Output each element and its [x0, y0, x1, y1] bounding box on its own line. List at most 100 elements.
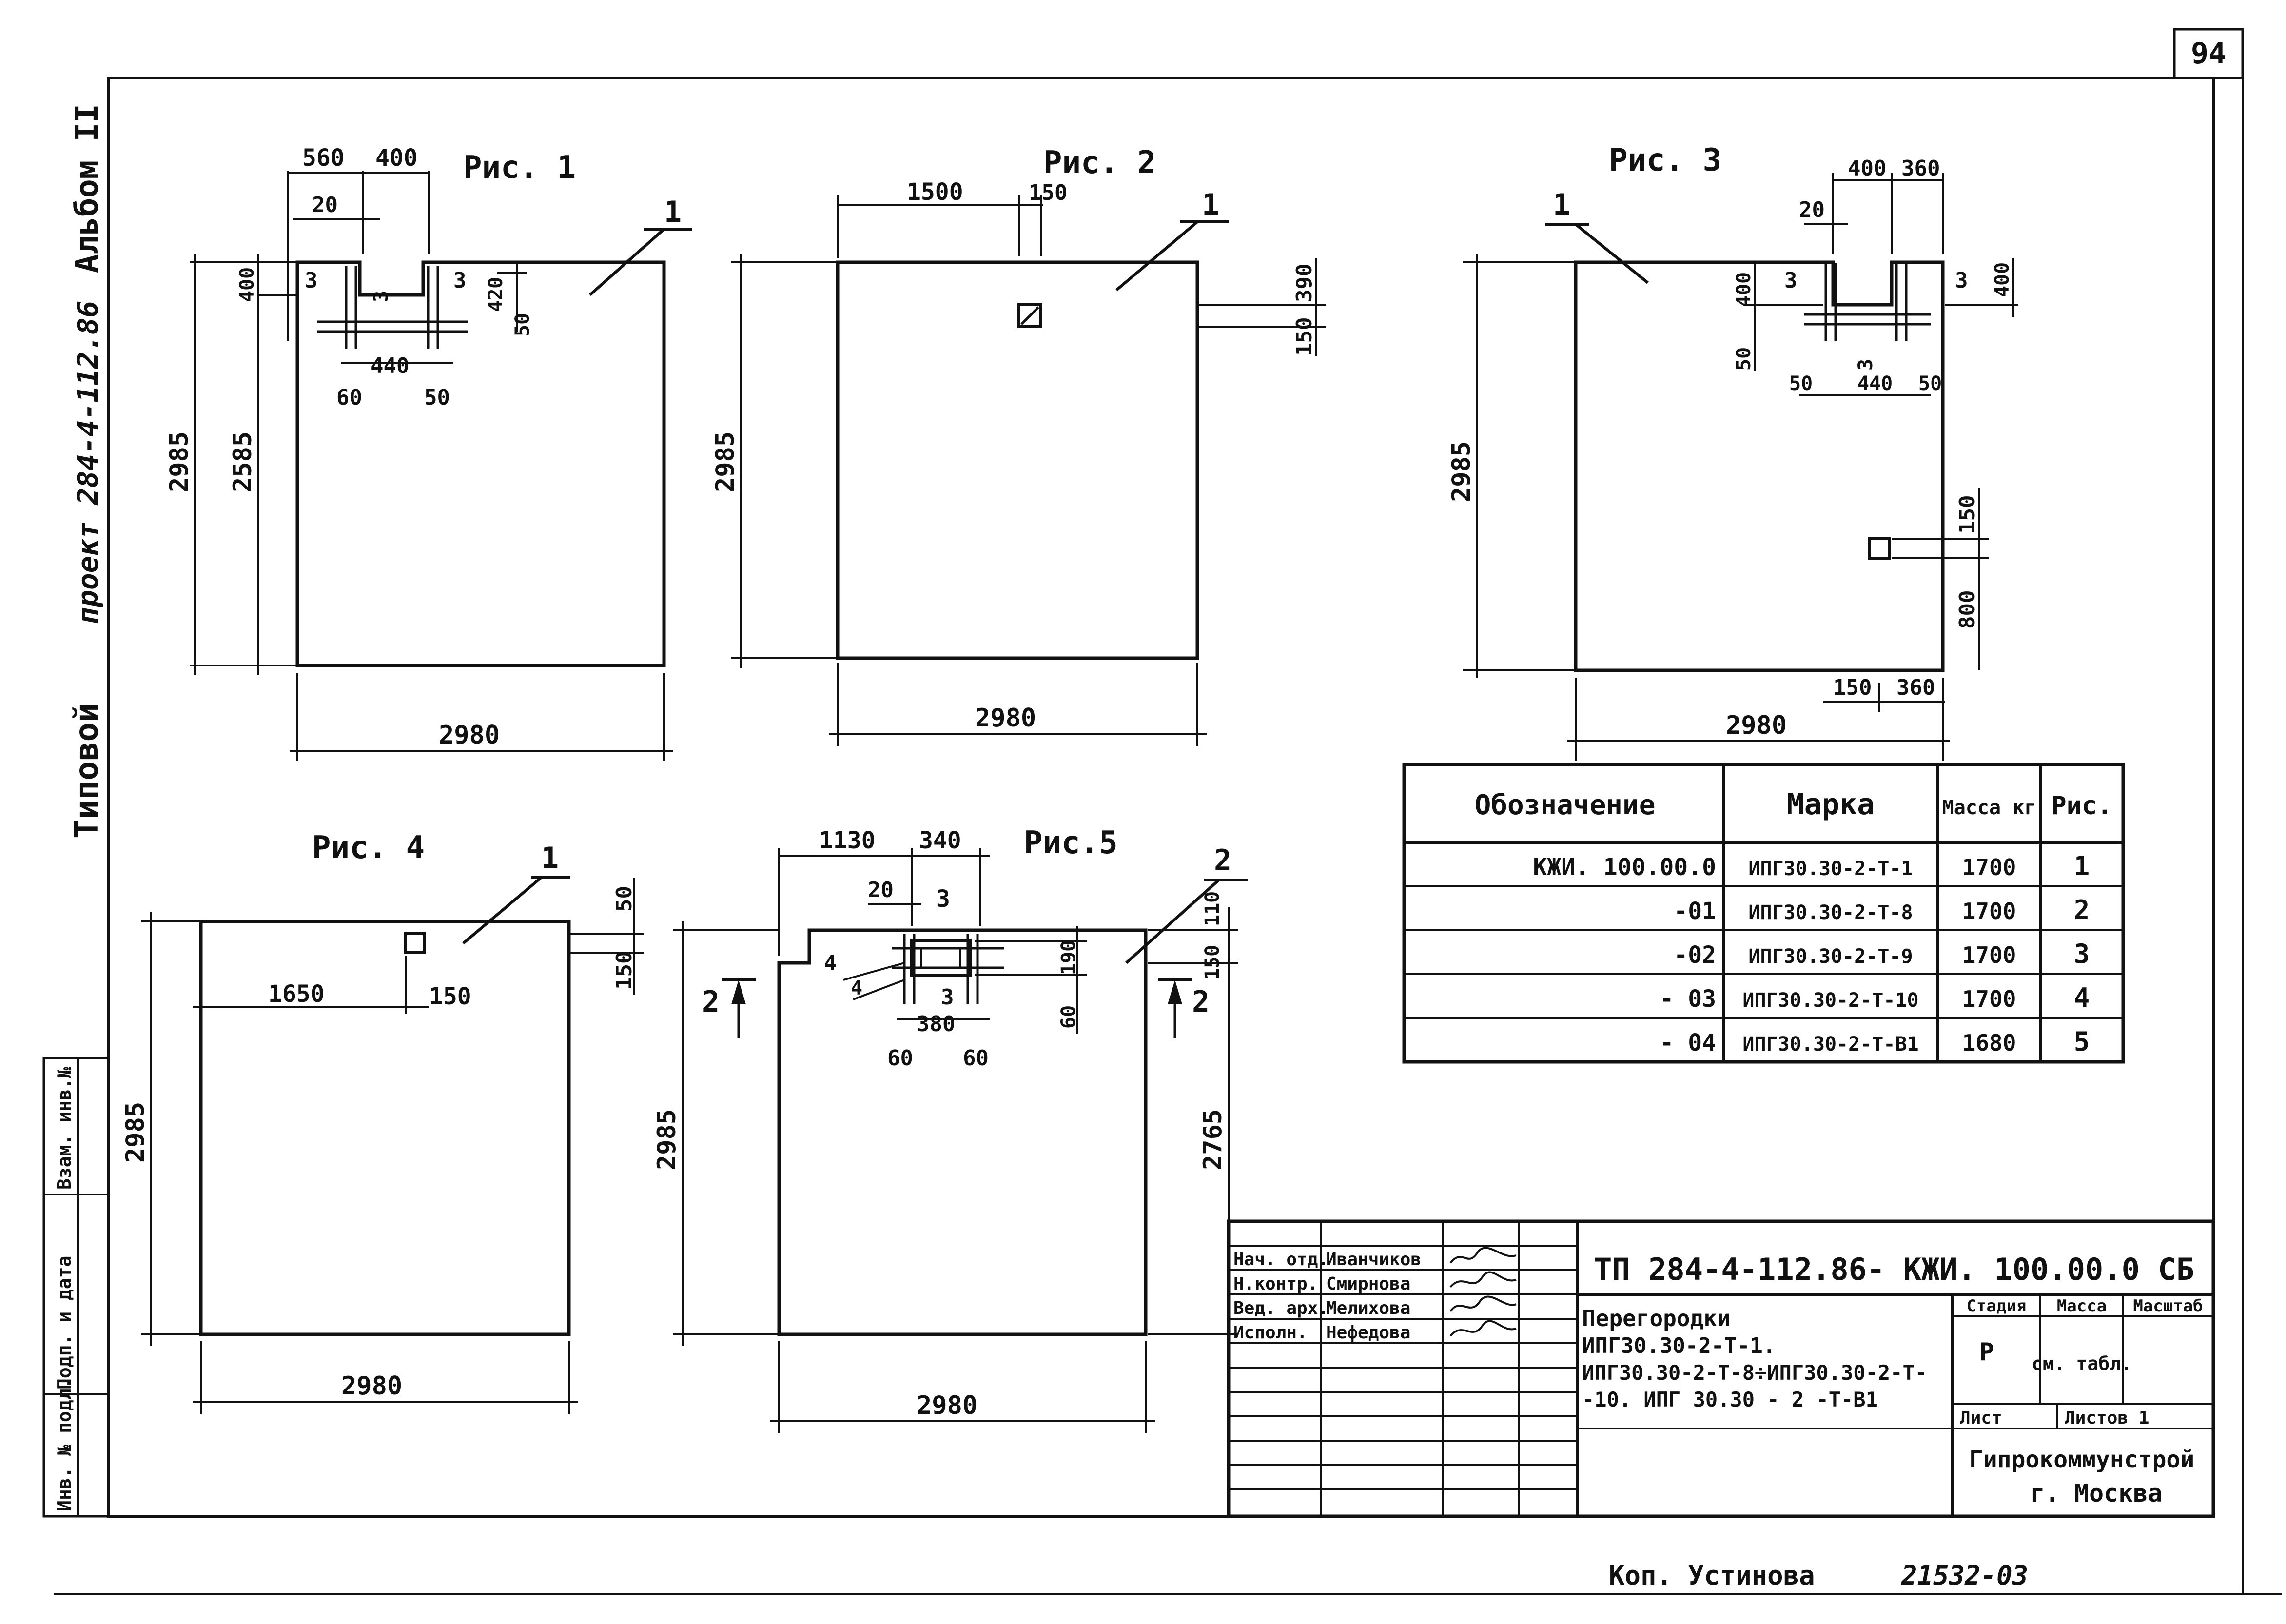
table-header-mass: Масса кг	[1942, 797, 2036, 819]
table-cell-mark: ИПГ30.30-2-Т-1	[1748, 858, 1913, 880]
fig3-dim-360-top: 360	[1901, 156, 1940, 181]
figure-2: Рис. 2 1 1500 150 390 150 2985 2980	[711, 145, 1326, 746]
fig3-dim-150-bottom: 150	[1833, 675, 1872, 700]
fig3-panel-outline	[1574, 260, 1945, 672]
fig1-title: Рис. 1	[463, 150, 576, 186]
fig3-dim-50-left: 50	[1733, 347, 1755, 371]
fig5-mark-4b: 4	[851, 977, 862, 999]
scale-label: Масштаб	[2133, 1296, 2203, 1316]
table-cell-designation: КЖИ. 100.00.0	[1533, 854, 1716, 881]
org-name: Гипрокоммунстрой	[1969, 1446, 2194, 1473]
fig5-dim-60b: 60	[963, 1046, 989, 1071]
name-4: Нефедова	[1326, 1323, 1410, 1343]
fig2-dim-150-side: 150	[1292, 317, 1317, 356]
fig3-dim-20: 20	[1799, 197, 1825, 222]
fig4-dim-2980: 2980	[341, 1371, 402, 1401]
fig1-dim-50: 50	[511, 313, 534, 336]
fig5-dim-380: 380	[917, 1012, 955, 1037]
fig3-mark-3c: 3	[1855, 359, 1877, 371]
fig1-dim-420: 420	[485, 277, 507, 312]
fig1-dim-400-side: 400	[236, 267, 258, 302]
title-block: ТП 284-4-112.86- КЖИ. 100.00.0 СБ Нач. о…	[1227, 1219, 2215, 1518]
fig5-mark: 2	[1214, 843, 1231, 878]
fig2-panel-outline	[836, 260, 1199, 660]
figure-3: Рис. 3 1 400 360 20 3	[1447, 142, 2018, 761]
fig5-dim-150: 150	[1201, 945, 1224, 980]
fig2-dim-150-top: 150	[1029, 180, 1067, 205]
table-cell-fig: 2	[2074, 895, 2090, 925]
fig5-dim-20: 20	[868, 878, 894, 902]
fig4-dim-2985: 2985	[121, 1102, 150, 1163]
fig5-mark-3a: 3	[936, 885, 950, 913]
fig5-dim-60-side: 60	[1057, 1005, 1080, 1029]
table-cell-fig: 1	[2074, 851, 2090, 881]
archive-number: 21532-03	[1901, 1560, 2028, 1591]
role-4: Исполн.	[1233, 1323, 1308, 1343]
role-3: Вед. арх.	[1233, 1298, 1329, 1318]
fig1-dim-2980: 2980	[439, 721, 500, 750]
copied-by: Коп. Устинова	[1609, 1560, 1815, 1591]
mass-value: см. табл.	[2032, 1353, 2132, 1374]
desc-line-3: ИПГ30.30-2-Т-8÷ИПГ30.30-2-Т-	[1582, 1361, 1927, 1385]
fig4-dim-150-side: 150	[612, 951, 637, 990]
desc-line-2: ИПГ30.30-2-Т-1.	[1582, 1333, 1776, 1358]
name-3: Мелихова	[1326, 1298, 1410, 1318]
table-cell-mass: 1700	[1962, 942, 2016, 968]
fig5-title: Рис.5	[1024, 825, 1118, 861]
fig4-title: Рис. 4	[312, 830, 425, 866]
side-label-project: проект 284-4-112.86	[71, 301, 104, 624]
table-cell-designation: - 04	[1660, 1029, 1716, 1057]
fig4-opening	[404, 932, 426, 954]
fig1-mark-3a: 3	[305, 268, 318, 293]
fig3-dim-2985: 2985	[1447, 441, 1476, 502]
fig1-mark-3c: 3	[370, 291, 392, 302]
fig2-title: Рис. 2	[1043, 145, 1156, 181]
table-cell-mark: ИПГ30.30-2-Т-В1	[1742, 1033, 1918, 1056]
fig3-dim-50-right: 50	[1918, 372, 1942, 395]
fig3-dim-400-right: 400	[1991, 262, 2013, 297]
table-cell-fig: 3	[2074, 939, 2090, 969]
fig4-dim-1650: 1650	[268, 980, 325, 1008]
stage-label: Стадия	[1967, 1296, 2027, 1316]
fig1-dim-60: 60	[336, 385, 362, 410]
table-cell-mark: ИПГ30.30-2-Т-10	[1742, 989, 1918, 1012]
figure-5: Рис.5 2 2 2	[652, 825, 1248, 1433]
fig3-mark-3a: 3	[1784, 268, 1798, 293]
fig2-dim-1500: 1500	[907, 178, 963, 206]
title-code: ТП 284-4-112.86- КЖИ. 100.00.0 СБ	[1594, 1252, 2194, 1287]
fig1-panel-outline	[295, 260, 666, 667]
table-cell-mark: ИПГ30.30-2-Т-8	[1748, 901, 1913, 924]
fig2-dim-390: 390	[1292, 264, 1317, 302]
fig1-mark: 1	[664, 195, 682, 229]
fig4-dim-50: 50	[612, 886, 637, 912]
fig1-dim-50b: 50	[424, 385, 450, 410]
table-cell-fig: 5	[2074, 1026, 2090, 1057]
fig5-dim-60a: 60	[887, 1046, 913, 1071]
table-cell-mass: 1700	[1962, 898, 2016, 924]
signatures	[1449, 1247, 1517, 1337]
fig5-panel-outline	[777, 928, 1148, 1336]
fig5-dim-2985: 2985	[652, 1109, 682, 1170]
stage-value: Р	[1979, 1338, 1994, 1366]
fig3-title: Рис. 3	[1609, 142, 1721, 178]
fig2-opening	[1017, 303, 1042, 328]
spec-table: Обозначение Марка Масса кг Рис. КЖИ. 100…	[1402, 763, 2125, 1064]
figure-1: Рис. 1 1 560 400 20 400 3 3	[165, 144, 692, 761]
name-2: Смирнова	[1326, 1274, 1410, 1294]
sheets-label: Листов 1	[2065, 1408, 2149, 1428]
table-header-designation: Обозначение	[1475, 789, 1656, 821]
sheet-number: 94	[2191, 37, 2226, 71]
fig2-dim-2980: 2980	[975, 704, 1036, 733]
fig3-dim-50-bottom: 50	[1789, 372, 1813, 395]
fig3-dim-440: 440	[1857, 372, 1893, 395]
table-cell-mass: 1700	[1962, 986, 2016, 1012]
name-1: Иванчиков	[1326, 1250, 1421, 1270]
table-header-fig: Рис.	[2051, 791, 2112, 821]
sheet-label: Лист	[1960, 1408, 2002, 1428]
fig3-mark: 1	[1553, 188, 1570, 222]
fig2-mark: 1	[1202, 188, 1219, 222]
outer-frame	[107, 77, 2215, 1518]
side-label-typical: Типовой	[68, 703, 105, 839]
fig3-opening	[1868, 537, 1891, 560]
